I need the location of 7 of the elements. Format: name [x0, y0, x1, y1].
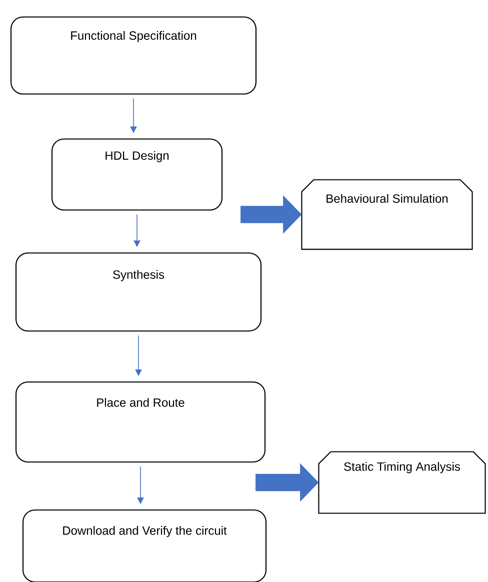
- process-box: Place and Route: [15, 381, 266, 463]
- process-box: Functional Specification: [10, 16, 257, 95]
- process-box: Behavioural Simulation: [301, 179, 473, 250]
- process-box: HDL Design: [51, 138, 223, 211]
- process-box: Static Timing Analysis: [318, 451, 486, 514]
- process-box: Synthesis: [15, 252, 262, 332]
- process-box: Download and Verify the circuit: [22, 509, 267, 582]
